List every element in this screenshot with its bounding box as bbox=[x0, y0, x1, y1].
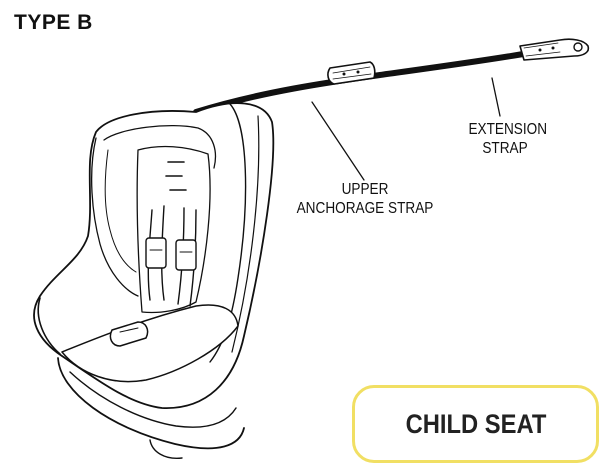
upper-anchorage-leader-line bbox=[311, 101, 365, 181]
child-seat-badge: CHILD SEAT bbox=[352, 385, 599, 463]
upper-anchorage-label-line2: ANCHORAGE STRAP bbox=[296, 200, 434, 218]
extension-strap-label-line1: EXTENSION bbox=[468, 121, 548, 138]
upper-anchorage-label-line1: UPPER bbox=[341, 181, 389, 198]
upper-anchorage-strap-label: UPPER ANCHORAGE STRAP bbox=[289, 180, 440, 218]
strap-connector bbox=[327, 61, 376, 85]
extension-strap-label: EXTENSION STRAP bbox=[468, 120, 548, 158]
child-seat-badge-text: CHILD SEAT bbox=[405, 408, 546, 439]
extension-strap-hook bbox=[519, 38, 590, 61]
child-seat-illustration bbox=[33, 102, 275, 459]
page-title: TYPE B bbox=[14, 11, 93, 34]
tether-strap bbox=[193, 49, 538, 115]
extension-strap-leader-line bbox=[491, 77, 501, 117]
extension-strap-label-line2: STRAP bbox=[482, 140, 528, 158]
